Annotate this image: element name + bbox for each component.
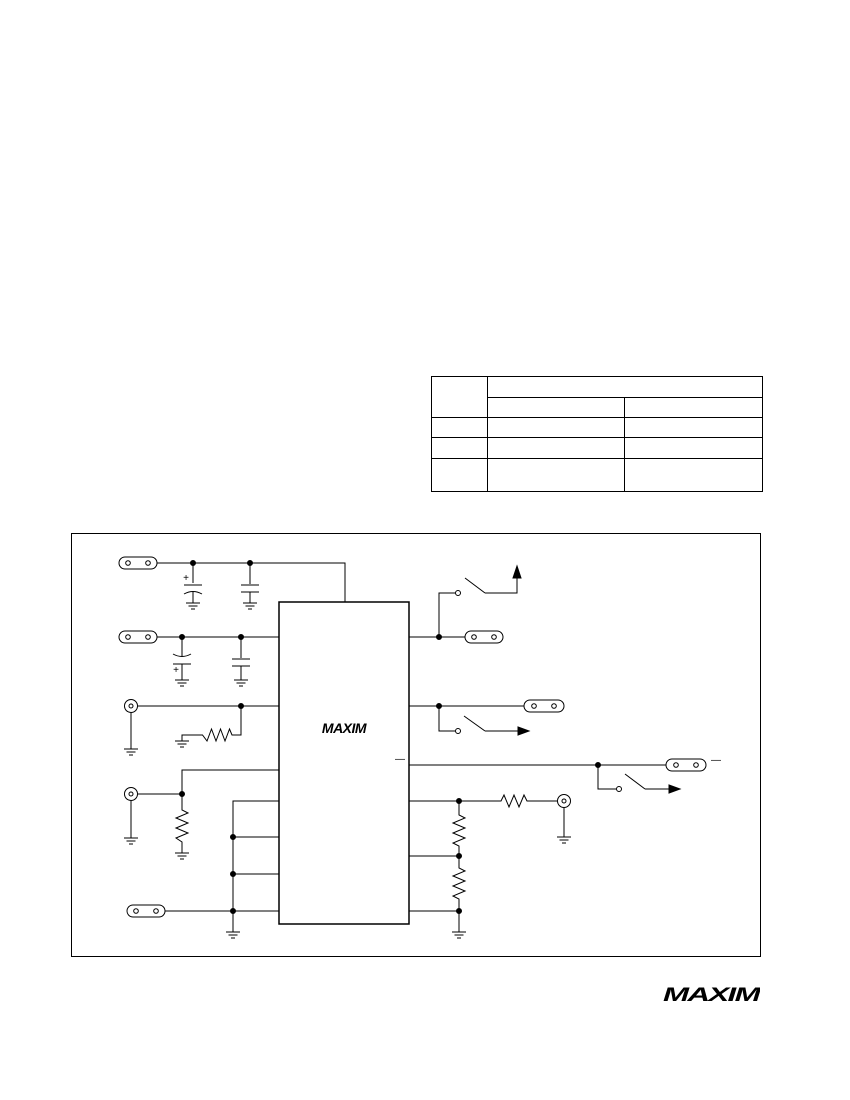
svg-text:+: +	[173, 665, 179, 676]
output-1	[409, 564, 522, 644]
terminal-connector[interactable]	[118, 556, 158, 570]
supply-rail-second: +	[118, 630, 279, 687]
coax-input-2	[124, 769, 279, 860]
schematic-frame	[71, 533, 761, 957]
ground-icon	[175, 740, 189, 748]
ground-icon	[557, 836, 571, 844]
switch	[438, 564, 522, 637]
terminal-connector[interactable]	[665, 758, 707, 772]
resistor	[174, 794, 190, 853]
ground-icon	[243, 602, 257, 610]
maxim-logo: MAXIM	[663, 986, 760, 1004]
logo-text: MAXIM	[663, 986, 760, 1004]
terminal-connector[interactable]	[126, 904, 166, 918]
ground-icon	[234, 679, 248, 687]
table-cell	[431, 458, 488, 492]
output-network	[409, 793, 571, 939]
arrow-right-icon	[517, 726, 531, 736]
table-cell	[624, 458, 763, 492]
table-row	[431, 458, 763, 492]
table-cell	[487, 458, 625, 492]
ground-icon	[175, 679, 189, 687]
chip-logo: MAXIM	[322, 720, 367, 736]
coax-connector[interactable]	[124, 699, 138, 713]
arrow-right-icon	[668, 784, 682, 794]
output-bar-label: —	[711, 755, 721, 766]
electrolytic-capacitor: +	[183, 563, 203, 603]
ground-icon	[452, 931, 466, 939]
resistor	[181, 706, 242, 743]
spec-table	[431, 376, 763, 492]
switch	[597, 765, 682, 794]
electrolytic-capacitor: +	[172, 637, 192, 680]
capacitor	[232, 637, 250, 680]
switch	[438, 706, 531, 736]
coax-connector[interactable]	[557, 794, 571, 808]
svg-text:+: +	[183, 573, 189, 584]
resistor	[451, 801, 467, 856]
terminal-connector[interactable]	[118, 630, 158, 644]
ground-icon	[124, 748, 138, 756]
ground-icon	[186, 602, 200, 610]
junction-dot	[456, 908, 462, 914]
capacitor	[241, 563, 259, 603]
ground-icon	[124, 837, 138, 845]
supply-rail-top: +	[118, 556, 346, 610]
ground-icon	[175, 852, 189, 860]
output-3: —	[409, 755, 721, 794]
resistor	[497, 793, 557, 809]
chip-pin-bar: —	[395, 754, 405, 765]
output-2	[409, 699, 565, 736]
ground-icon	[226, 931, 240, 939]
terminal-bottom-left	[126, 904, 279, 918]
arrow-up-icon	[512, 564, 522, 579]
coax-input-1	[124, 699, 279, 756]
terminal-connector[interactable]	[464, 630, 504, 644]
coax-connector[interactable]	[124, 787, 138, 801]
ground-bus-left	[226, 800, 279, 939]
terminal-connector[interactable]	[523, 699, 565, 713]
resistor	[451, 856, 467, 932]
table-cell	[431, 376, 488, 418]
ic-chip	[278, 601, 410, 925]
